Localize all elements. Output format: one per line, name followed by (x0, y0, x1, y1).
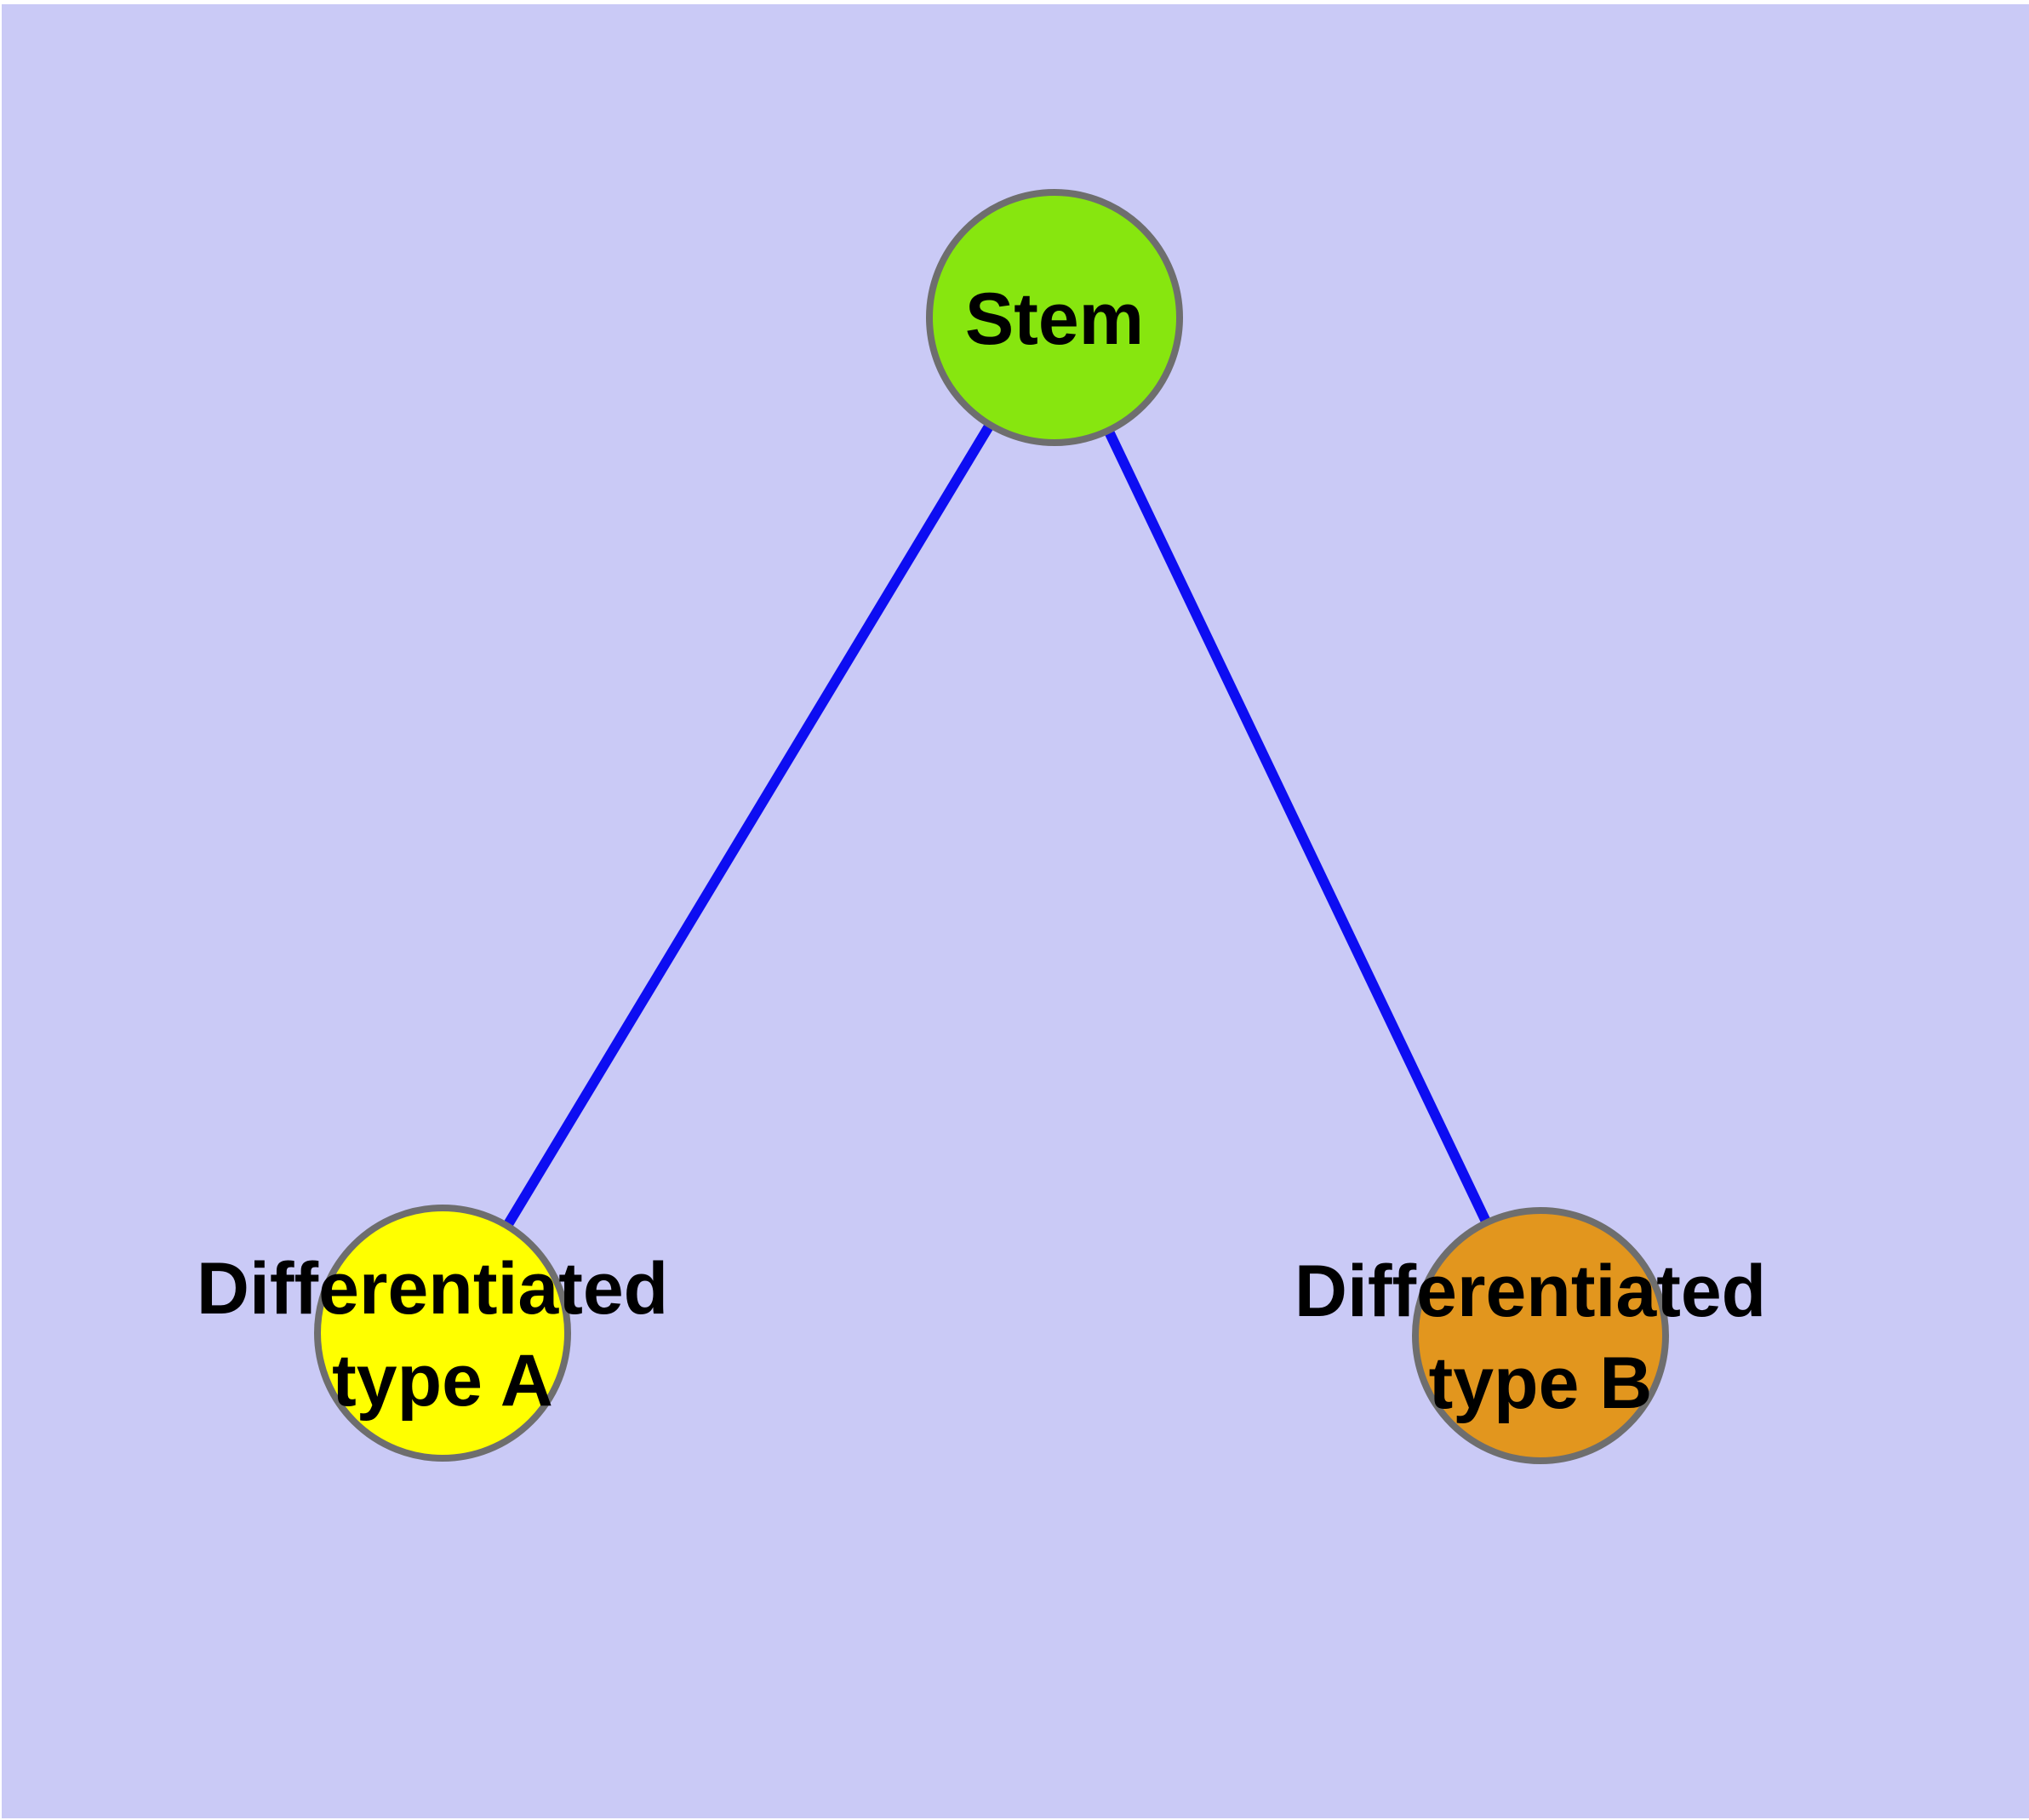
node-type-a-label: Differentiated type A (197, 1248, 689, 1422)
edge-stem-to-type-b (1049, 315, 1546, 1338)
node-type-b-label-line2: type B (1429, 1342, 1653, 1424)
node-type-a-label-line2: type A (332, 1340, 553, 1422)
node-stem-label: Stem (965, 278, 1144, 360)
node-type-a-label-line1: Differentiated (197, 1248, 668, 1330)
node-differentiated-type-b (1412, 1207, 1669, 1464)
node-differentiated-type-a (314, 1205, 571, 1462)
node-type-b-label: Differentiated type B (1295, 1251, 1786, 1424)
node-stem (926, 189, 1183, 446)
node-type-b-label-line1: Differentiated (1295, 1251, 1766, 1332)
edge-stem-to-type-a (437, 314, 1060, 1336)
